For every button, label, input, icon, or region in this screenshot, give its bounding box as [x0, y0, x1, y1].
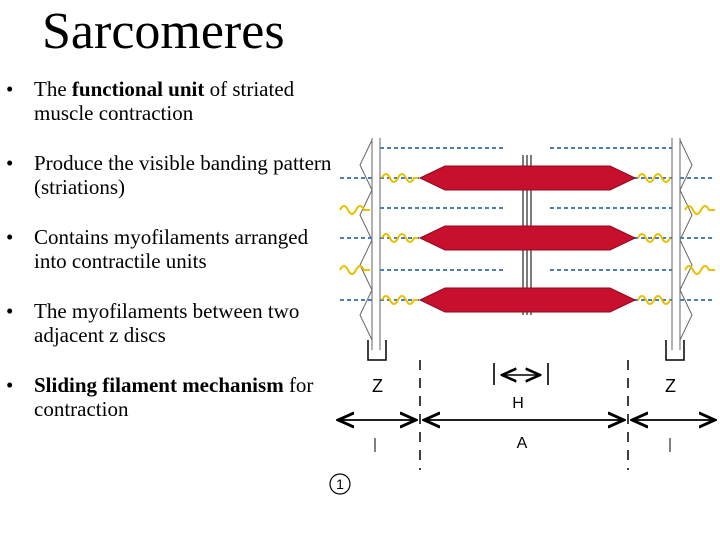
z-label-left: Z: [372, 376, 383, 396]
titin-springs: [339, 173, 715, 305]
bullet-item-4: •The myofilaments between two adjacent z…: [6, 299, 300, 347]
bullet-item-3: •Contains myofilaments arranged into con…: [6, 225, 309, 273]
a-band-dashes: [419, 360, 629, 470]
bullet-item-5: •Sliding filament mechanism for contract…: [6, 373, 314, 421]
figure-number-circle: [329, 473, 351, 495]
h-band-indicator: [493, 363, 549, 385]
bullet-dot: •: [6, 151, 14, 175]
bullet-item-1: •The functional unit of striated muscle …: [6, 77, 295, 125]
bullet-item-2: •Produce the visible banding pattern (st…: [6, 151, 332, 199]
sarcomere-arrows: [338, 420, 715, 452]
z-disc-left: [359, 138, 381, 350]
bullet-dot: •: [6, 299, 14, 323]
h-band-label: H: [512, 395, 524, 412]
a-band-label: A: [517, 435, 528, 452]
z-disc-right: [671, 138, 693, 350]
sarcomere-diagram: Z Z H A 1: [329, 138, 720, 495]
page-title: Sarcomeres: [42, 3, 285, 60]
thin-filaments: [340, 147, 715, 301]
thick-filaments: [418, 165, 637, 313]
bullet-dot: •: [6, 225, 14, 249]
bullet-dot: •: [6, 77, 14, 101]
z-label-right: Z: [665, 376, 676, 396]
z-brackets: [367, 340, 685, 361]
figure-number: 1: [336, 476, 344, 492]
bullet-list: •The functional unit of striated muscle …: [4, 77, 334, 447]
bullet-dot: •: [6, 373, 14, 397]
